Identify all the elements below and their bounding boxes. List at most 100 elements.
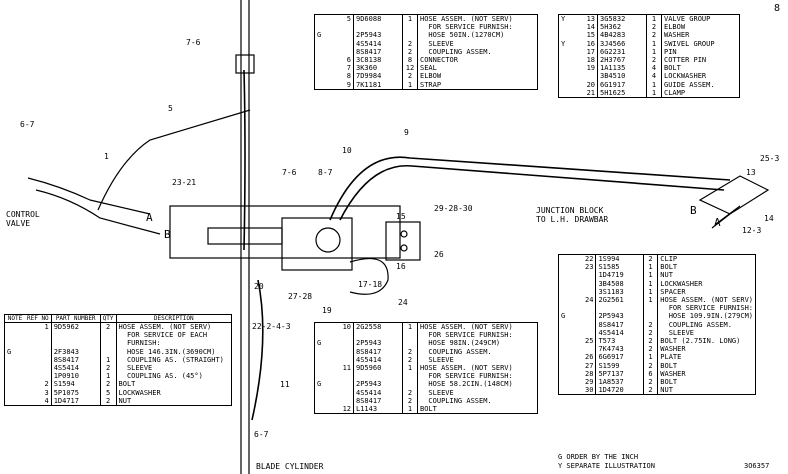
qty-cell: 2 [402,347,418,356]
hose-5 [243,69,246,251]
note-cell [315,323,335,331]
description-cell: HOSE 50IN.(1270CM) [420,31,505,40]
description-cell: GUIDE ASSEM. [664,80,715,89]
hose-10-b [339,164,725,221]
note-cell [315,56,335,64]
note-cell [315,23,335,31]
qty-cell: 6 [643,369,659,379]
part-number-cell: 4S5414 [353,39,403,48]
part-number-cell: 3G5832 [597,15,647,24]
description-cell: STRAP [420,80,442,89]
swivel-cap [207,227,283,245]
hose-1-arc [97,109,251,211]
callout-23-21: 23-21 [172,178,197,187]
note-cell [5,331,25,339]
ref-no-cell: 5 [335,15,354,24]
ref-no-cell [335,372,354,381]
note-cell [559,337,578,345]
callout-16: 16 [396,262,406,271]
part-number-cell: S1599 [595,361,644,370]
qty-cell: 2 [643,378,659,387]
plate-bolt-1 [400,230,408,238]
part-number-cell: 7D9984 [353,72,403,81]
part-number-cell: 9D6088 [353,15,403,24]
qty-cell: 2 [646,23,662,32]
description-cell: CLIP [660,255,678,263]
note-cell [559,48,579,56]
part-number-cell [353,372,403,381]
description-cell: FOR SERVICE OF EACH [118,331,208,340]
description-cell: BOLT [660,361,678,370]
header-note: NOTE [5,315,25,323]
description-cell: ELBOW [420,72,442,81]
callout-8-7: 8-7 [318,168,333,177]
header-part-number: PART NUMBER [51,315,101,323]
note-cell [559,56,579,64]
ref-no-cell [335,39,354,48]
figure-number: 3O6357 [744,462,770,470]
plate-bolt-2 [400,244,408,252]
part-number-cell [51,331,101,340]
note-cell [559,386,578,394]
description-cell: FOR SERVICE FURNISH: [660,304,753,313]
callout-29-28-30: 29-28-30 [434,204,473,213]
part-number-cell [353,23,403,32]
description-cell: HOSE ASSEM. (NOT SERV) [420,364,513,373]
note-cell [5,372,25,380]
qty-cell [402,339,418,348]
qty-cell [402,31,418,40]
ref-no-cell [577,279,597,288]
description-cell: BOLT [664,64,681,73]
ref-no-cell: 23 [577,263,597,272]
ref-no-cell: 29 [577,378,597,387]
part-number-cell: 2H3767 [597,56,647,65]
callout-19: 19 [322,306,332,315]
qty-cell [402,380,418,389]
qty-cell: 1 [646,15,662,24]
description-cell: LOCKWASHER [118,388,161,397]
ref-no-cell: 28 [577,369,597,379]
ref-no-cell: 10 [335,323,354,332]
ref-no-cell: 26 [577,353,597,362]
qty-cell: 2 [100,364,117,373]
callout-22-2-4-3: 22-2-4-3 [252,322,291,331]
description-cell: BOLT [420,405,437,414]
callout-6-7-left: 6-7 [20,120,35,129]
part-number-cell: 2P5943 [353,31,403,40]
note-cell [559,362,578,370]
description-cell: COUPLING ASSEM. [420,396,492,405]
part-number-cell [595,304,644,313]
corner-mark: 8 [774,3,781,14]
part-number-cell: 6G1917 [597,80,647,89]
part-number-cell: 7K4743 [595,345,644,354]
ref-no-cell [335,355,354,365]
qty-cell [402,331,418,340]
callout-20: 20 [254,282,264,291]
junction-block [698,175,770,215]
part-number-cell: 1P0910 [51,372,101,381]
qty-cell: 1 [402,323,418,332]
ref-no-cell: 3 [25,388,52,397]
qty-cell: 1 [402,364,418,373]
description-cell: BOLT [660,263,678,272]
top-fitting [235,54,255,74]
part-number-cell: 8S8417 [353,396,403,406]
part-number-cell: T573 [595,337,644,346]
callout-7-6-top: 7-6 [186,38,201,47]
qty-cell [100,347,117,356]
qty-cell: 1 [646,88,662,98]
